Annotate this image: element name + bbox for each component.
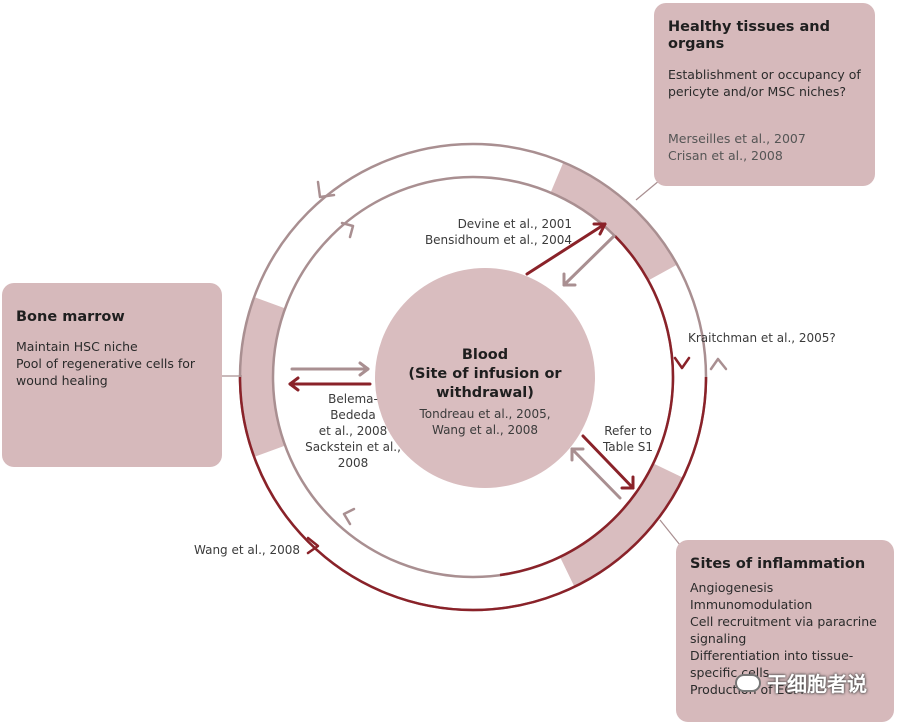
belema-ref-4: Sackstein et al., bbox=[305, 440, 401, 454]
blood-title: Blood (Site of infusion or withdrawal) bbox=[375, 346, 595, 403]
blood-ref-1: Tondreau et al., 2005, bbox=[419, 407, 551, 421]
arrow-blood-to-healthy-head bbox=[592, 222, 607, 236]
healthy-tissues-title: Healthy tissues and organs bbox=[668, 19, 830, 53]
ring-arrow-right-inner bbox=[673, 356, 691, 370]
arrow-healthy-to-blood-head bbox=[562, 272, 577, 287]
kraitchman-label: Kraitchman et al., 2005? bbox=[688, 331, 836, 345]
healthy-line-2: pericyte and/or MSC niches? bbox=[668, 83, 847, 99]
inflammation-line-2: Immunomodulation bbox=[690, 597, 813, 613]
bone-marrow-box: Bone marrow Maintain HSC niche Pool of r… bbox=[2, 283, 222, 467]
belema-ref-1: Belema- bbox=[328, 392, 378, 406]
wang-outer-label: Wang et al., 2008 bbox=[194, 543, 301, 557]
arrow-blood-to-inflammation-head bbox=[620, 475, 635, 490]
blood-title-main: Blood bbox=[461, 347, 509, 363]
inflammation-line-3: Cell recruitment via paracrine bbox=[690, 614, 877, 630]
arrow-healthy-to-blood bbox=[562, 234, 616, 287]
bone-marrow-line-3: wound healing bbox=[16, 373, 108, 389]
watermark-text: 干细胞者说 bbox=[767, 672, 867, 696]
ring-arrow-inner-top bbox=[340, 221, 355, 239]
arrow-inflammation-to-blood-head bbox=[570, 447, 585, 462]
watermark: 干细胞者说 bbox=[735, 668, 867, 697]
belema-ref-3: et al., 2008 bbox=[318, 424, 388, 438]
ring-arrow-top-left bbox=[316, 180, 336, 199]
wechat-icon bbox=[735, 673, 761, 692]
refer-label: Refer to Table S1 bbox=[600, 423, 656, 455]
arrow-inflammation-to-blood bbox=[570, 447, 622, 500]
healthy-tissues-box: Healthy tissues and organs Establishment… bbox=[654, 3, 875, 186]
blood-subtitle: (Site of infusion or withdrawal) bbox=[408, 366, 562, 401]
arrow-blood-to-inflammation bbox=[581, 434, 635, 490]
blood-refs: Tondreau et al., 2005, Wang et al., 2008 bbox=[405, 406, 565, 438]
arrow-marrow-to-blood-head bbox=[358, 361, 370, 377]
belema-ref-5: 2008 bbox=[337, 456, 369, 470]
refer-line-2: Table S1 bbox=[602, 440, 654, 454]
blood-circle bbox=[375, 268, 595, 488]
inflammation-title: Sites of inflammation bbox=[690, 556, 866, 572]
ring-arrow-right-outer bbox=[709, 357, 728, 371]
inflammation-line-5: Differentiation into tissue- bbox=[690, 648, 854, 664]
inflammation-box: Sites of inflammation Angiogenesis Immun… bbox=[676, 540, 894, 722]
blood-ref-2: Wang et al., 2008 bbox=[431, 423, 539, 437]
inflammation-line-4: signaling bbox=[690, 631, 747, 647]
devine-label: Devine et al., 2001 Bensidhoum et al., 2… bbox=[420, 216, 572, 248]
belema-ref-2: Bededa bbox=[330, 408, 376, 422]
ring-arrow-outer-bottom bbox=[306, 536, 320, 555]
outer-ring-dark-arc bbox=[238, 376, 708, 612]
healthy-line-1: Establishment or occupancy of bbox=[668, 66, 861, 82]
arrow-blood-to-healthy bbox=[525, 222, 607, 276]
healthy-ref-2: Crisan et al., 2008 bbox=[668, 147, 783, 163]
ring-arrow-inner-bottom bbox=[342, 507, 356, 526]
belema-label: Belema- Bededa et al., 2008 Sackstein et… bbox=[298, 391, 408, 471]
inflammation-line-1: Angiogenesis bbox=[690, 580, 774, 596]
healthy-ref-1: Merseilles et al., 2007 bbox=[668, 130, 806, 146]
bone-marrow-line-1: Maintain HSC niche bbox=[16, 339, 138, 355]
connector-healthy bbox=[635, 179, 661, 201]
bone-marrow-line-2: Pool of regenerative cells for bbox=[16, 356, 196, 372]
connector-inflammation bbox=[659, 519, 681, 546]
arrow-blood-to-marrow-head bbox=[288, 376, 300, 392]
refer-line-1: Refer to bbox=[604, 424, 652, 438]
inner-ring-dark-arc bbox=[499, 235, 675, 577]
devine-ref-1: Devine et al., 2001 bbox=[457, 217, 572, 231]
bone-marrow-title: Bone marrow bbox=[16, 309, 125, 325]
devine-ref-2: Bensidhoum et al., 2004 bbox=[424, 233, 572, 247]
